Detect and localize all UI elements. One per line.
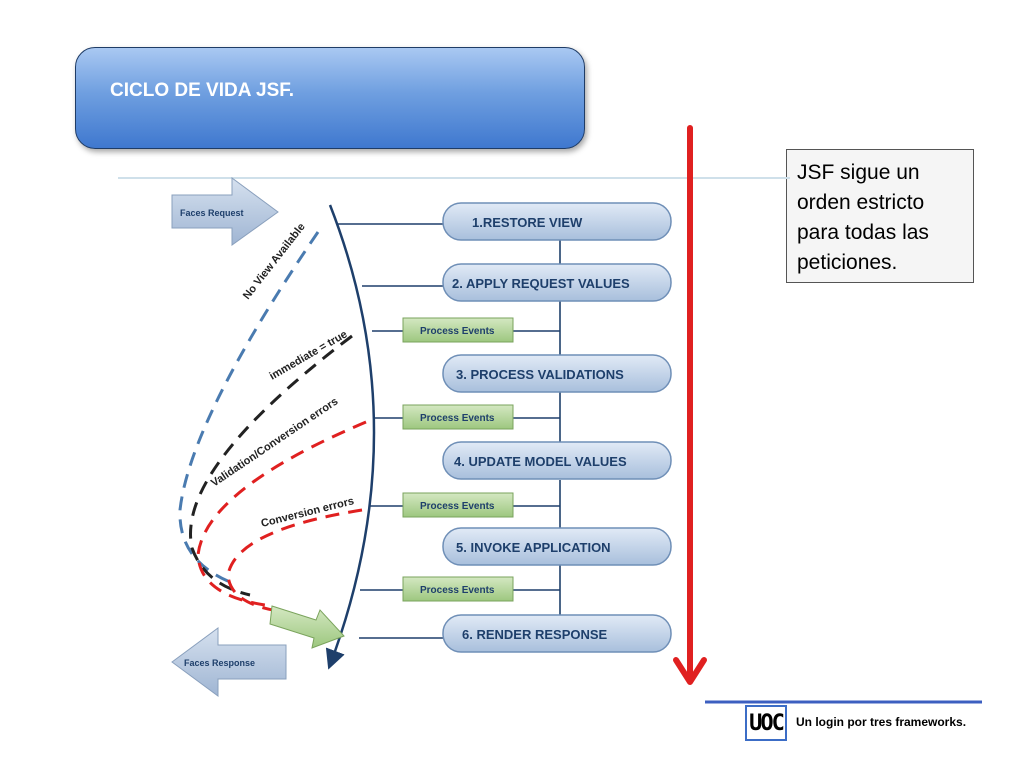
process-events-3: Process Events [402,492,514,518]
faces-request-label: Faces Request [180,208,244,218]
phase-label: 1.RESTORE VIEW [472,215,583,230]
green-arrow [269,605,345,649]
note-box: JSF sigue un orden estricto para todas l… [786,149,974,283]
process-events-label: Process Events [420,585,495,596]
process-events-2: Process Events [402,404,514,430]
phase-update-model-values: 4. UPDATE MODEL VALUES [442,441,672,480]
process-events-label: Process Events [420,501,495,512]
phase-label: 6. RENDER RESPONSE [462,627,608,642]
title-box: CICLO DE VIDA JSF. [75,47,585,149]
process-events-1: Process Events [402,317,514,343]
phase-label: 4. UPDATE MODEL VALUES [454,454,627,469]
phase-label: 2. APPLY REQUEST VALUES [452,276,630,291]
validation-curve [196,420,367,607]
phase-render-response: 6. RENDER RESPONSE [442,614,672,653]
immediate-curve [189,334,353,597]
label-immediate: immediate = true [268,328,350,382]
conversion-curve [226,508,363,614]
process-events-4: Process Events [402,576,514,602]
uoc-logo: UOC [745,705,787,741]
phase-label: 5. INVOKE APPLICATION [456,540,611,555]
label-conversion: Conversion errors [260,495,355,530]
faces-response-label: Faces Response [184,658,255,668]
phase-process-validations: 3. PROCESS VALIDATIONS [442,354,672,393]
process-events-label: Process Events [420,413,495,424]
phase-restore-view: 1.RESTORE VIEW [442,202,672,241]
phase-invoke-application: 5. INVOKE APPLICATION [442,527,672,566]
faces-request-arrow: Faces Request [171,177,279,246]
no-view-curve [178,231,320,584]
phase-connectors [338,223,560,639]
phase-label: 3. PROCESS VALIDATIONS [456,367,624,382]
phase-apply-request-values: 2. APPLY REQUEST VALUES [442,263,672,302]
lifecycle-arc [325,204,376,670]
slide-title: CICLO DE VIDA JSF. [110,80,295,101]
red-down-arrow [673,125,707,685]
process-events-label: Process Events [420,326,495,337]
faces-response-arrow: Faces Response [171,627,287,697]
footer-text: Un login por tres frameworks. [796,715,967,729]
